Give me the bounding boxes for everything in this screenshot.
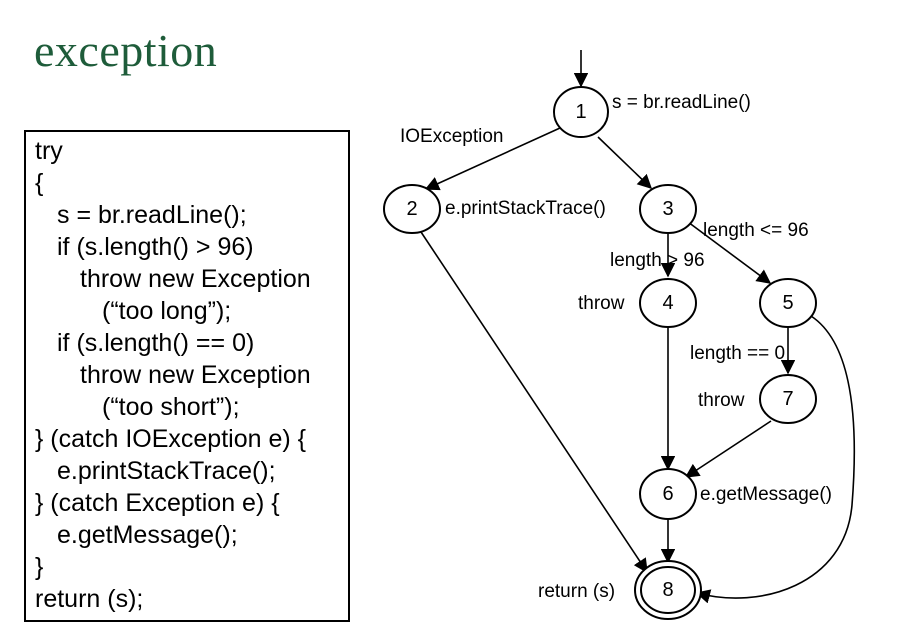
node-8-annotation: return (s) xyxy=(538,581,615,602)
node-4-annotation: throw xyxy=(578,293,625,314)
node-label: 5 xyxy=(782,292,793,314)
edge-1-3 xyxy=(597,136,653,189)
edge-label-length-gt-96: length > 96 xyxy=(610,250,705,271)
code-line: if (s.length() > 96) xyxy=(57,233,254,261)
edge-1-2 xyxy=(424,127,561,191)
code-line: e.printStackTrace(); xyxy=(57,457,276,485)
node-label: 8 xyxy=(662,579,673,601)
edge-3-5 xyxy=(687,221,772,284)
code-line: s = br.readLine(); xyxy=(57,201,247,229)
node-label: 7 xyxy=(782,388,793,410)
node-label: 2 xyxy=(406,198,417,220)
edge-label-length-eq-0: length == 0 xyxy=(690,343,785,364)
node-2: 2 xyxy=(383,184,441,234)
code-line: try xyxy=(35,137,63,165)
node-1: 1 xyxy=(553,86,609,138)
code-line: (“too long”); xyxy=(102,297,232,325)
code-line: } xyxy=(35,553,44,581)
edge-7-6 xyxy=(684,420,772,478)
code-line: } (catch IOException e) { xyxy=(35,425,306,453)
code-box: try { s = br.readLine(); if (s.length() … xyxy=(24,130,350,622)
node-4: 4 xyxy=(639,278,697,328)
code-line: throw new Exception xyxy=(80,265,311,293)
node-5: 5 xyxy=(759,278,817,328)
code-line: return (s); xyxy=(35,585,144,613)
node-label: 4 xyxy=(662,292,673,314)
node-8-final: 8 xyxy=(634,560,702,620)
edge-5-8 xyxy=(695,315,856,604)
node-7: 7 xyxy=(759,374,817,424)
code-line: throw new Exception xyxy=(80,361,311,389)
node-7-annotation: throw xyxy=(698,390,745,411)
edge-label-length-le-96: length <= 96 xyxy=(703,220,809,241)
code-line: e.getMessage(); xyxy=(57,521,238,549)
slide-title: exception xyxy=(34,25,218,76)
node-6-annotation: e.getMessage() xyxy=(700,484,832,505)
node-2-annotation: e.printStackTrace() xyxy=(445,198,606,219)
node-6: 6 xyxy=(639,468,697,520)
code-line: if (s.length() == 0) xyxy=(57,329,255,357)
code-line: } (catch Exception e) { xyxy=(35,489,280,517)
code-line: { xyxy=(35,169,44,197)
node-3: 3 xyxy=(639,184,697,234)
node-label: 3 xyxy=(662,198,673,220)
node-1-annotation: s = br.readLine() xyxy=(612,92,751,113)
edge-label-ioexception: IOException xyxy=(400,126,504,147)
node-label: 1 xyxy=(575,101,586,123)
node-label: 6 xyxy=(662,483,673,505)
edge-2-8 xyxy=(420,231,648,574)
code-line: (“too short”); xyxy=(102,393,240,421)
